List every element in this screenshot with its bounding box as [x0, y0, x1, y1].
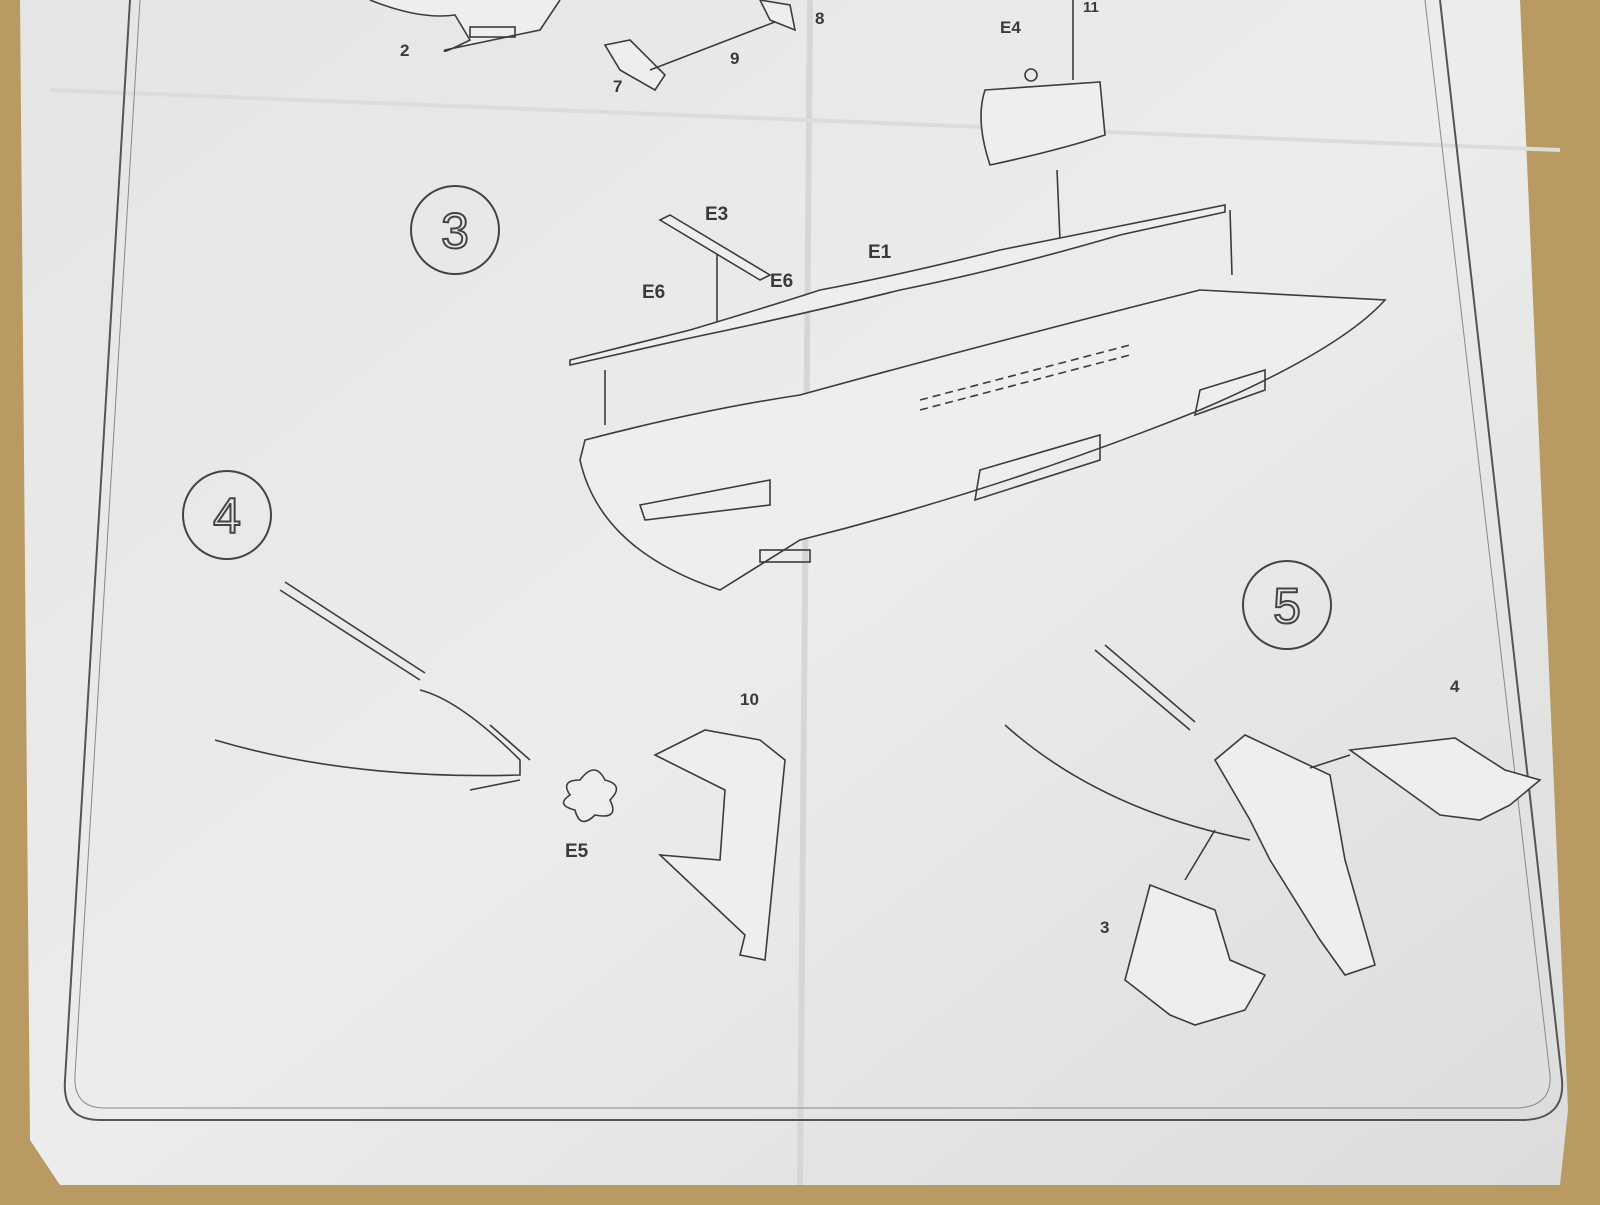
step-3-marker: 3	[410, 185, 500, 275]
label-3: 3	[1100, 918, 1109, 937]
fold-crease	[797, 0, 813, 1186]
fin-part-4	[1347, 737, 1542, 821]
assembly-arrow	[1309, 754, 1351, 769]
label-10: 10	[740, 690, 759, 709]
stand-part-7	[603, 39, 667, 92]
paper-sheet	[20, 0, 1568, 1185]
hull-stern	[214, 689, 521, 777]
hull-panel	[638, 479, 771, 521]
fold-crease	[49, 88, 1561, 152]
hull-part-2	[369, 0, 561, 53]
step-number: 5	[1273, 578, 1301, 634]
step-number: 3	[441, 203, 469, 259]
hull-stern-edge	[279, 581, 426, 681]
step-5-marker: 5	[1242, 560, 1332, 650]
stand-part-8	[759, 0, 797, 32]
assembly-arrow	[1184, 829, 1216, 881]
step-number: 4	[213, 488, 241, 544]
assembly-arrow	[1229, 209, 1233, 276]
hull-vents	[919, 344, 1131, 401]
part-e4-ring	[1024, 68, 1038, 82]
stand-part-9	[649, 19, 781, 71]
label-e4: E4	[1000, 18, 1021, 37]
label-4: 4	[1450, 677, 1460, 696]
vent-slots	[469, 26, 516, 38]
label-e5: E5	[565, 841, 589, 862]
propeller-e5	[562, 769, 618, 823]
label-7: 7	[613, 77, 622, 96]
hull-stern	[1004, 724, 1251, 841]
deck-part-e1	[569, 204, 1226, 366]
assembly-arrow	[469, 724, 531, 791]
label-e6-left: E6	[642, 282, 665, 303]
stern-assembly	[1213, 734, 1376, 976]
conning-tower-e4	[980, 81, 1106, 166]
label-e3: E3	[705, 204, 728, 225]
label-8: 8	[815, 9, 824, 28]
assembly-arrow	[1056, 169, 1061, 241]
step-4-marker: 4	[182, 470, 272, 560]
hull-part-2-main	[579, 289, 1387, 591]
label-11: 11	[1083, 0, 1099, 16]
label-e6-right: E6	[770, 271, 793, 292]
hull-grille	[1193, 368, 1266, 417]
deck-strip-e3	[658, 214, 772, 281]
page-border	[63, 0, 1564, 1121]
label-e1: E1	[868, 242, 892, 263]
label-2: 2	[400, 41, 409, 60]
rudder-part-10	[653, 729, 786, 961]
vent-slots	[759, 549, 811, 563]
label-9: 9	[730, 49, 739, 68]
hull-stern-edge	[1094, 644, 1196, 731]
fin-part-3	[1124, 883, 1267, 1026]
hull-grille	[973, 433, 1101, 502]
hull-vents	[919, 354, 1131, 411]
